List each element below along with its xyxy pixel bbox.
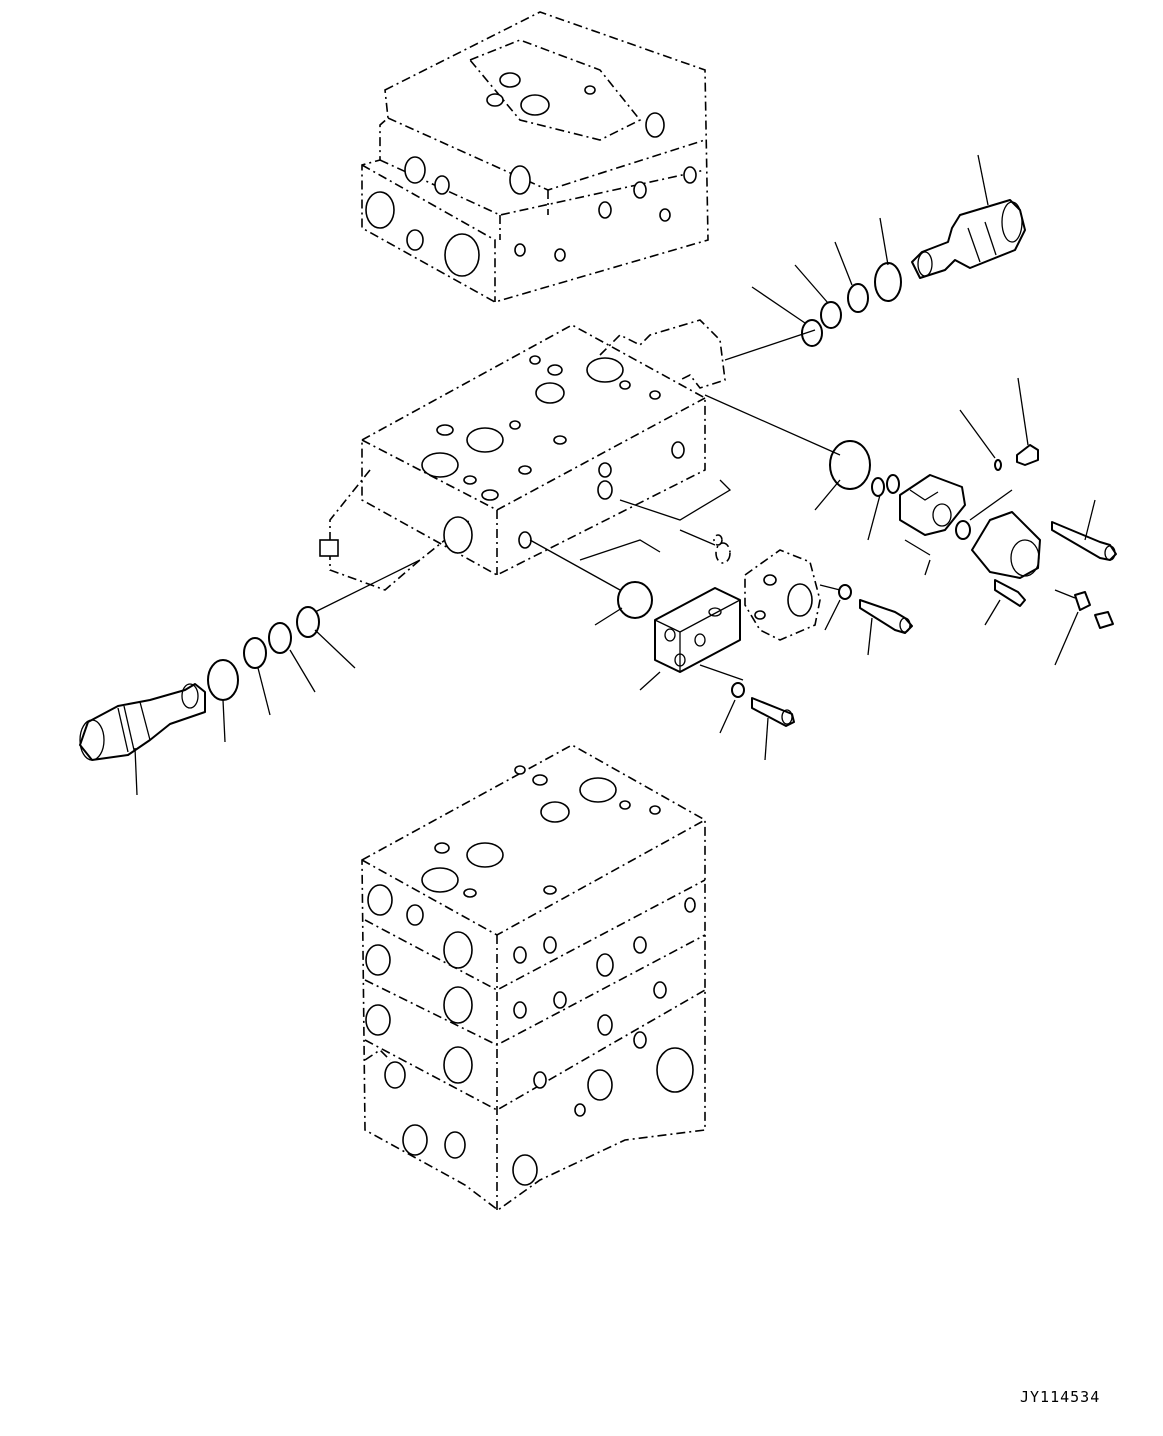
solenoid-housing (899, 474, 966, 536)
bottom-valve-stack (361, 744, 706, 1211)
washer-bolt-a (838, 584, 913, 634)
o-ring-tiny (994, 459, 1002, 471)
o-rings-left (207, 606, 320, 701)
top-valve-block (361, 11, 709, 303)
washer-bolt-b (731, 682, 795, 727)
o-ring-center-right (829, 440, 871, 490)
o-rings-top-right (801, 262, 902, 347)
valve-body-dashed (744, 549, 821, 641)
o-ring-large-center (617, 581, 653, 619)
o-ring-solenoid (955, 520, 971, 540)
solenoid-valve (971, 511, 1041, 579)
relief-valve-top-right (911, 199, 1026, 279)
center-section-block (319, 319, 726, 591)
bolt-long-right (1051, 521, 1117, 561)
cover-plate (654, 587, 741, 673)
connector-clip (1074, 591, 1114, 629)
o-ring-dashed-small (713, 534, 731, 564)
plug-small (1016, 444, 1039, 466)
drawing-code: JY114534 (1020, 1388, 1101, 1406)
bolt-short-right (994, 579, 1026, 607)
o-rings-small-pair (871, 474, 900, 497)
relief-valve-left (79, 683, 206, 761)
callout-leaders (134, 154, 1096, 796)
assembly-lines (314, 329, 1076, 681)
